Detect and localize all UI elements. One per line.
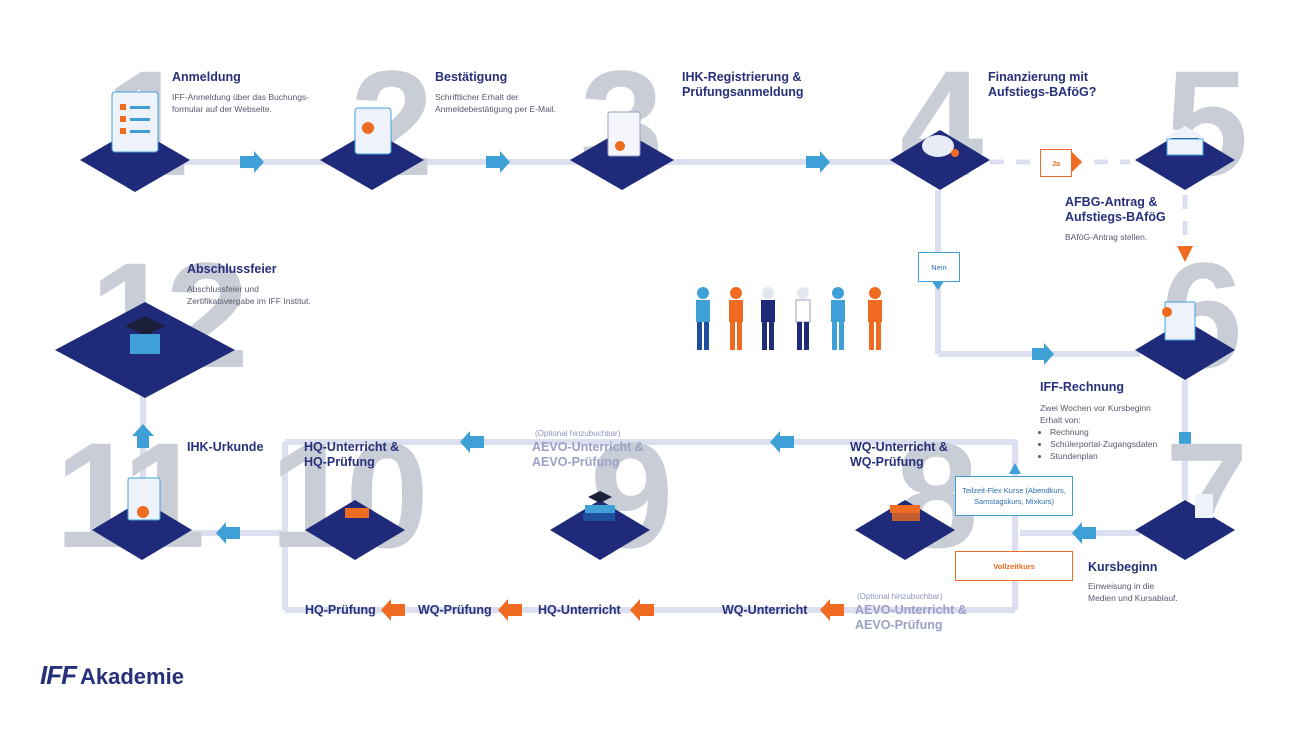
step-6-title: IFF-Rechnung <box>1040 380 1125 394</box>
step-8-title: WQ-Unterricht &WQ-Prüfung <box>850 440 948 469</box>
tile-11 <box>92 477 192 560</box>
tile-3 <box>570 111 674 190</box>
bottom-hq-unterricht: HQ-Unterricht <box>538 603 621 617</box>
step-6-bullet: Rechnung <box>1050 426 1157 438</box>
arrow-5-6 <box>1177 246 1193 262</box>
bottom-wq-pruefung: WQ-Prüfung <box>418 603 492 617</box>
arrow-lower-4 <box>381 599 405 621</box>
step-5-title: AFBG-Antrag &Aufstiegs-BAföG <box>1065 195 1166 224</box>
step-9-optional: (Optional hinzubuchbar) <box>535 429 621 438</box>
bottom-aevo: AEVO-Unterricht &AEVO-Prüfung <box>855 603 967 632</box>
step-10-title: HQ-Unterricht &HQ-Prüfung <box>304 440 400 469</box>
tile-1 <box>80 91 190 192</box>
logo-name: Akademie <box>80 664 184 689</box>
step-2-title: Bestätigung <box>435 70 508 84</box>
tile-8 <box>855 500 955 560</box>
arrow-10-11 <box>216 522 240 544</box>
step-6-bullet: Stundenplan <box>1050 450 1157 462</box>
step-12-title: Abschlussfeier <box>187 262 277 276</box>
step-9-title: AEVO-Unterricht &AEVO-Prüfung <box>532 440 644 469</box>
arrow-lower-2 <box>630 599 654 621</box>
step-11-title: IHK-Urkunde <box>187 440 264 454</box>
tile-2 <box>320 107 424 190</box>
tile-5 <box>1135 126 1235 190</box>
step-1-title: Anmeldung <box>172 70 241 84</box>
arrow-nein-right <box>1032 343 1054 365</box>
nein-label: Nein <box>918 252 960 282</box>
vollzeit-box: Vollzeitkurs <box>955 551 1073 581</box>
step-6-bullet: Schülerportal-Zugangsdaten <box>1050 438 1157 450</box>
arrow-nein-down <box>931 280 945 290</box>
arrow-teilzeit-up <box>1009 463 1021 474</box>
arrow-lower-1 <box>820 599 844 621</box>
workers-group <box>696 287 882 350</box>
arrow-2-3 <box>486 151 510 173</box>
teilzeit-box: Teilzeit-Flex Kurse (Abendkurs,Samstagsk… <box>955 476 1073 516</box>
bottom-hq-pruefung: HQ-Prüfung <box>305 603 376 617</box>
arrow-1-2 <box>240 151 264 173</box>
arrow-9-10 <box>460 431 484 453</box>
arrow-3-4 <box>806 151 830 173</box>
tile-7 <box>1135 494 1235 560</box>
arrow-ja <box>1072 152 1082 172</box>
step-5-desc: BAföG-Antrag stellen. <box>1065 232 1148 242</box>
logo-brand: IFF <box>40 660 77 690</box>
tile-4 <box>890 130 990 190</box>
arrow-6-7 <box>1174 432 1196 456</box>
arrow-7-8 <box>1072 522 1096 544</box>
tile-12 <box>55 302 235 398</box>
step-7-title: Kursbeginn <box>1088 560 1158 574</box>
tile-10 <box>305 500 405 560</box>
arrow-lower-3 <box>498 599 522 621</box>
bottom-optional: (Optional hinzubuchbar) <box>857 592 943 601</box>
step-1-desc: IFF-Anmeldung über das Buchungs-formular… <box>172 92 310 114</box>
tile-6 <box>1135 301 1235 380</box>
arrow-11-12 <box>132 424 154 448</box>
tile-9 <box>550 491 650 560</box>
bottom-wq-unterricht: WQ-Unterricht <box>722 603 808 617</box>
step-3-title: IHK-Registrierung &Prüfungsanmeldung <box>682 70 804 99</box>
ja-label: Ja <box>1040 149 1072 177</box>
arrow-8-9 <box>770 431 794 453</box>
